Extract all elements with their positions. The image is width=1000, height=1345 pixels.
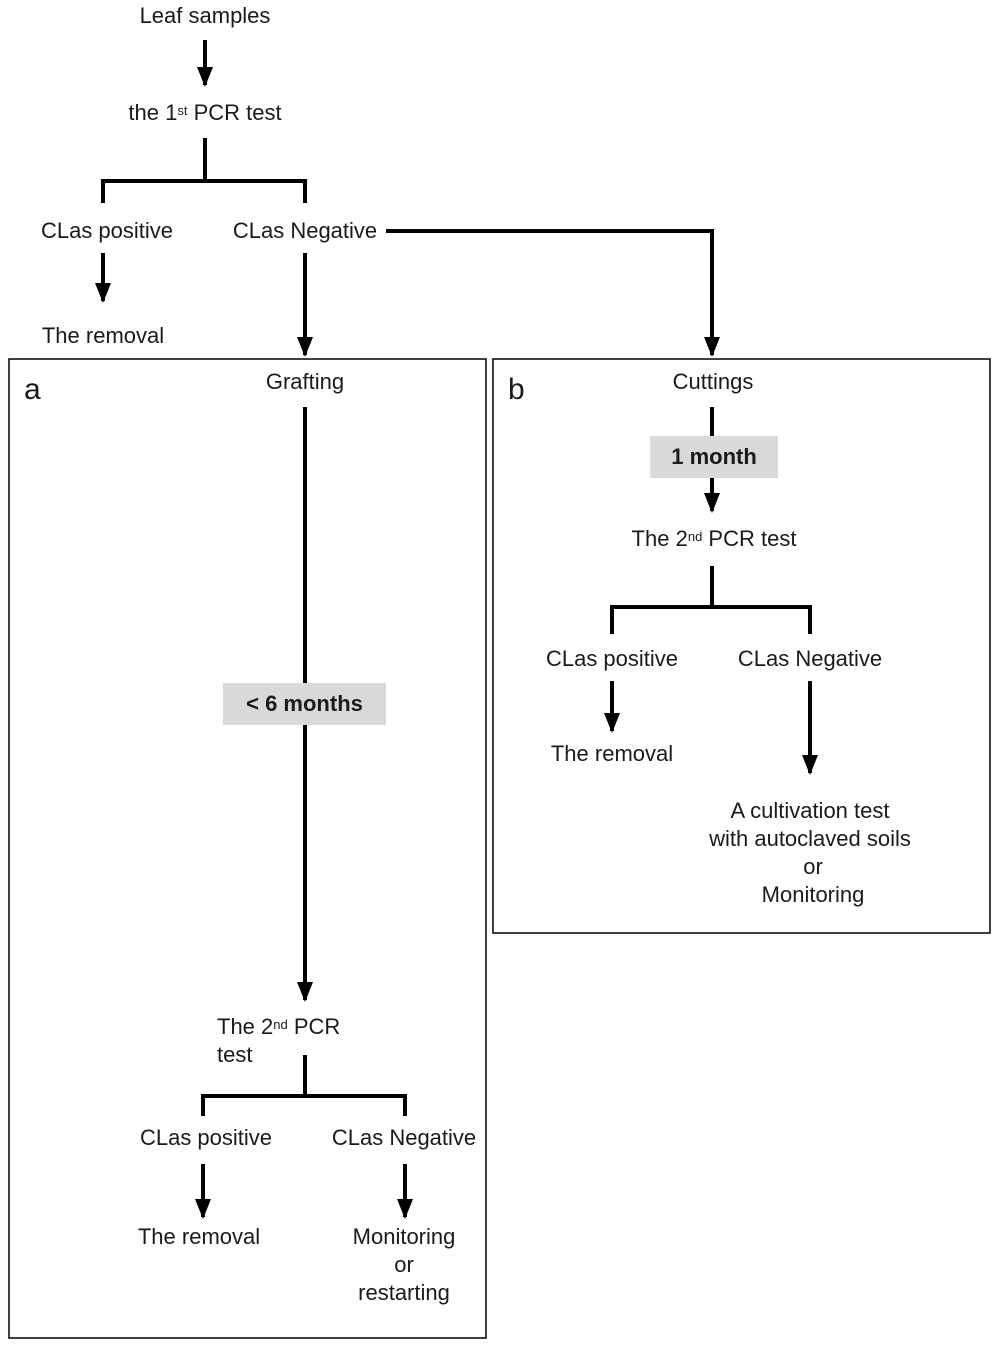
panel-b-label: b	[508, 373, 525, 406]
panel-b-frame	[492, 358, 991, 934]
b-positive-node: CLas positive	[545, 646, 679, 671]
pcr2a-node-line1: The 2nd PCR	[217, 1014, 341, 1039]
leaf-samples-node: Leaf samples	[139, 3, 271, 28]
pcr2b-node: The 2nd PCR test	[631, 526, 797, 551]
pcr1-node: the 1st PCR test	[128, 100, 282, 125]
top-negative-node: CLas Negative	[232, 218, 378, 243]
top-positive-node: CLas positive	[40, 218, 174, 243]
a-positive-node: CLas positive	[139, 1125, 273, 1150]
b-outcome-line2: with autoclaved soils	[709, 826, 911, 851]
a-outcome-line3: restarting	[358, 1280, 450, 1305]
a-outcome-line2: or	[394, 1252, 414, 1277]
line-pcr2b-branch	[610, 605, 812, 634]
b-removal-node: The removal	[550, 741, 674, 766]
panel-a-label: a	[24, 373, 41, 406]
line-pcr2a-branch	[201, 1094, 407, 1116]
interval-badge-a: < 6 months	[223, 683, 386, 725]
grafting-node: Grafting	[265, 369, 345, 394]
b-outcome-line4: Monitoring	[761, 882, 865, 907]
a-outcome-line1: Monitoring	[352, 1224, 456, 1249]
interval-badge-b: 1 month	[650, 436, 778, 478]
b-negative-node: CLas Negative	[737, 646, 883, 671]
b-outcome-line1: A cultivation test	[730, 798, 890, 823]
panel-a-frame	[8, 358, 487, 1339]
line-pcr1-branch	[101, 179, 307, 203]
pcr2a-node-line2: test	[217, 1042, 253, 1067]
b-outcome-line3: or	[803, 854, 823, 879]
cuttings-node: Cuttings	[672, 369, 754, 394]
arrow-negative-to-cuttings	[386, 229, 720, 357]
top-removal-node: The removal	[41, 323, 165, 348]
a-removal-node: The removal	[137, 1224, 261, 1249]
a-negative-node: CLas Negative	[331, 1125, 477, 1150]
